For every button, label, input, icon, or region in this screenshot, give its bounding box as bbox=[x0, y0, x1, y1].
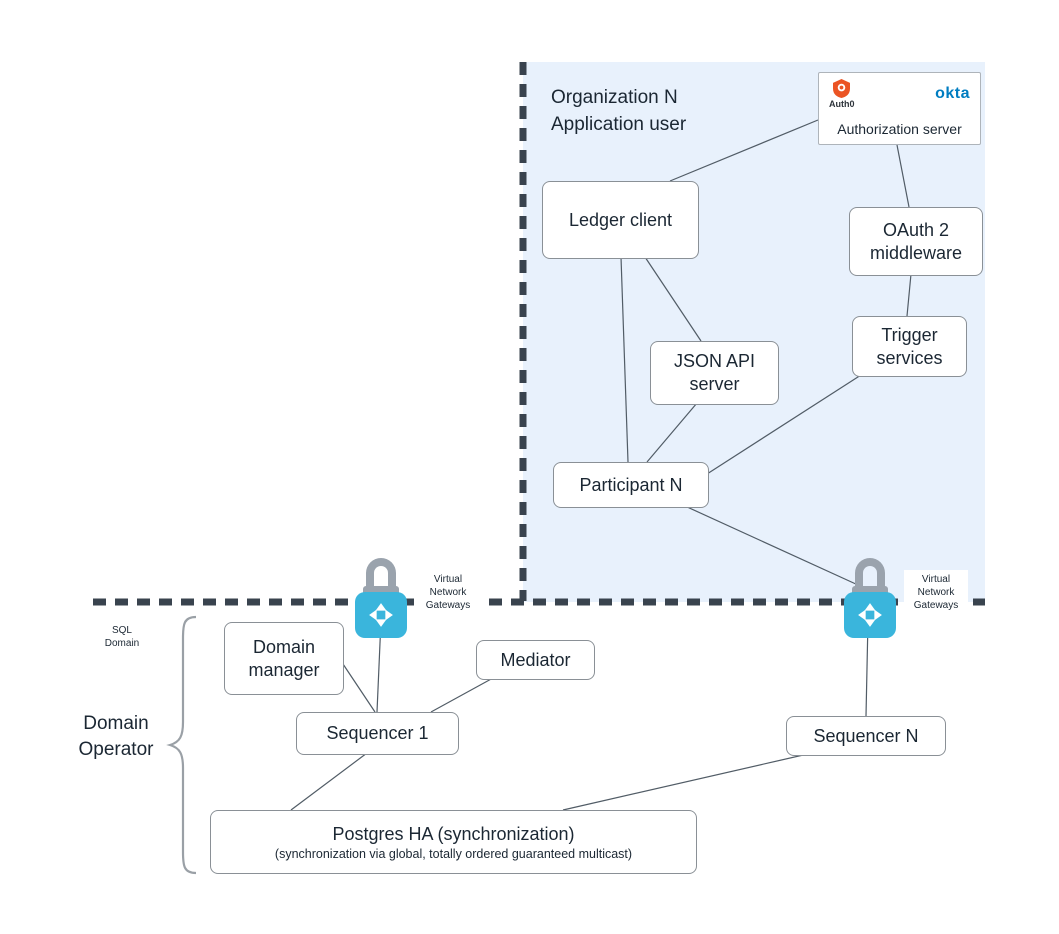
authorization-server-label: Authorization server bbox=[837, 121, 962, 137]
organization-line2: Application user bbox=[551, 114, 687, 135]
edge-sequencern-postgres bbox=[562, 752, 813, 811]
node-label: Trigger services bbox=[876, 324, 943, 368]
virtual-network-gateway-right bbox=[841, 558, 899, 638]
edge-domainmanager-sequencer1 bbox=[340, 660, 376, 713]
network-gateway-icon bbox=[355, 592, 407, 638]
sql-domain-label: SQL Domain bbox=[104, 625, 140, 649]
okta-wordmark: okta bbox=[935, 85, 970, 102]
node-json-api-server: JSON API server bbox=[650, 341, 779, 405]
auth0-shield-icon bbox=[833, 79, 851, 98]
padlock-shackle-icon bbox=[855, 558, 885, 588]
domain-operator-label: Domain Operator bbox=[78, 713, 154, 760]
node-participant-n: Participant N bbox=[553, 462, 709, 508]
node-postgres-ha: Postgres HA (synchronization) (synchroni… bbox=[210, 810, 697, 874]
node-label: Sequencer N bbox=[813, 725, 919, 746]
organization-line1: Organization N bbox=[551, 87, 678, 108]
node-label: Ledger client bbox=[568, 209, 673, 230]
node-label: Sequencer 1 bbox=[326, 723, 429, 743]
gateway-arrows-icon bbox=[369, 603, 393, 627]
domain-operator-brace bbox=[166, 615, 197, 875]
virtual-network-gateway-left bbox=[352, 558, 410, 638]
node-label: Domain manager bbox=[248, 636, 320, 680]
padlock-shackle-icon bbox=[366, 558, 396, 588]
node-sequencer-n: Sequencer N bbox=[786, 716, 946, 756]
node-oauth2-middleware: OAuth 2 middleware bbox=[849, 207, 983, 276]
node-label: Participant N bbox=[579, 474, 683, 495]
node-sequencer-1: Sequencer 1 bbox=[296, 712, 459, 755]
network-gateway-icon bbox=[844, 592, 896, 638]
postgres-subtitle: (synchronization via global, totally ord… bbox=[274, 846, 633, 861]
edge-mediator-sequencer1 bbox=[430, 677, 494, 713]
auth-logos-row: Auth0 okta bbox=[829, 79, 970, 109]
node-trigger-services: Trigger services bbox=[852, 316, 967, 377]
node-label: Mediator bbox=[500, 649, 571, 670]
node-ledger-client: Ledger client bbox=[542, 181, 699, 259]
organization-region-label: Organization N Application user bbox=[551, 84, 686, 138]
node-label: OAuth 2 middleware bbox=[869, 219, 963, 263]
gateway-label-right: Virtual Network Gateways bbox=[904, 570, 968, 615]
node-domain-manager: Domain manager bbox=[224, 622, 344, 695]
gateway-label-left: Virtual Network Gateways bbox=[416, 570, 480, 615]
auth0-wordmark: Auth0 bbox=[829, 99, 855, 109]
gateway-arrows-icon bbox=[858, 603, 882, 627]
postgres-title: Postgres HA (synchronization) bbox=[332, 823, 575, 844]
node-mediator: Mediator bbox=[476, 640, 595, 680]
edge-sequencer1-postgres bbox=[290, 752, 368, 811]
auth0-logo: Auth0 bbox=[829, 79, 855, 109]
node-label: JSON API server bbox=[673, 351, 756, 394]
node-authorization-server: Auth0 okta Authorization server bbox=[818, 72, 981, 145]
